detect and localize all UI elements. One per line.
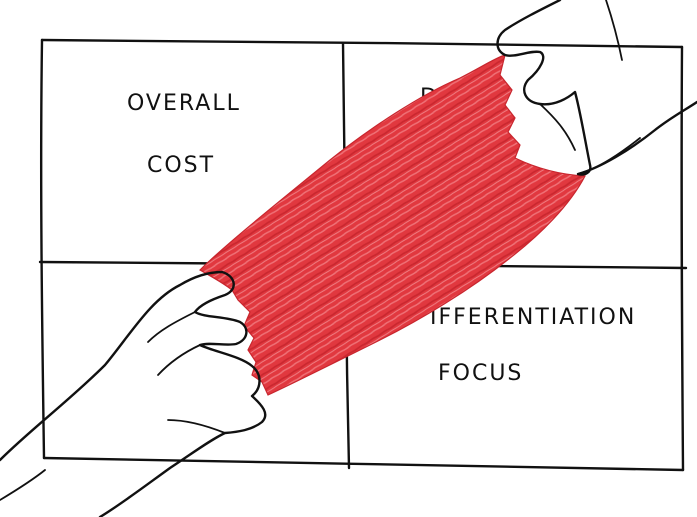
cost-label: COST [147,153,215,178]
differentiation-label: IFFERENTIATION [430,305,636,330]
left-hand-icon [0,270,267,517]
quadrant-bottom-right-label: IFFERENTIATION FOCUS [430,305,636,386]
overall-label: OVERALL [127,91,241,116]
focus-label: FOCUS [438,361,523,386]
right-hand-icon [496,0,697,176]
torn-cloth-icon [199,54,586,396]
quadrant-top-left-label: OVERALL COST [127,91,241,178]
